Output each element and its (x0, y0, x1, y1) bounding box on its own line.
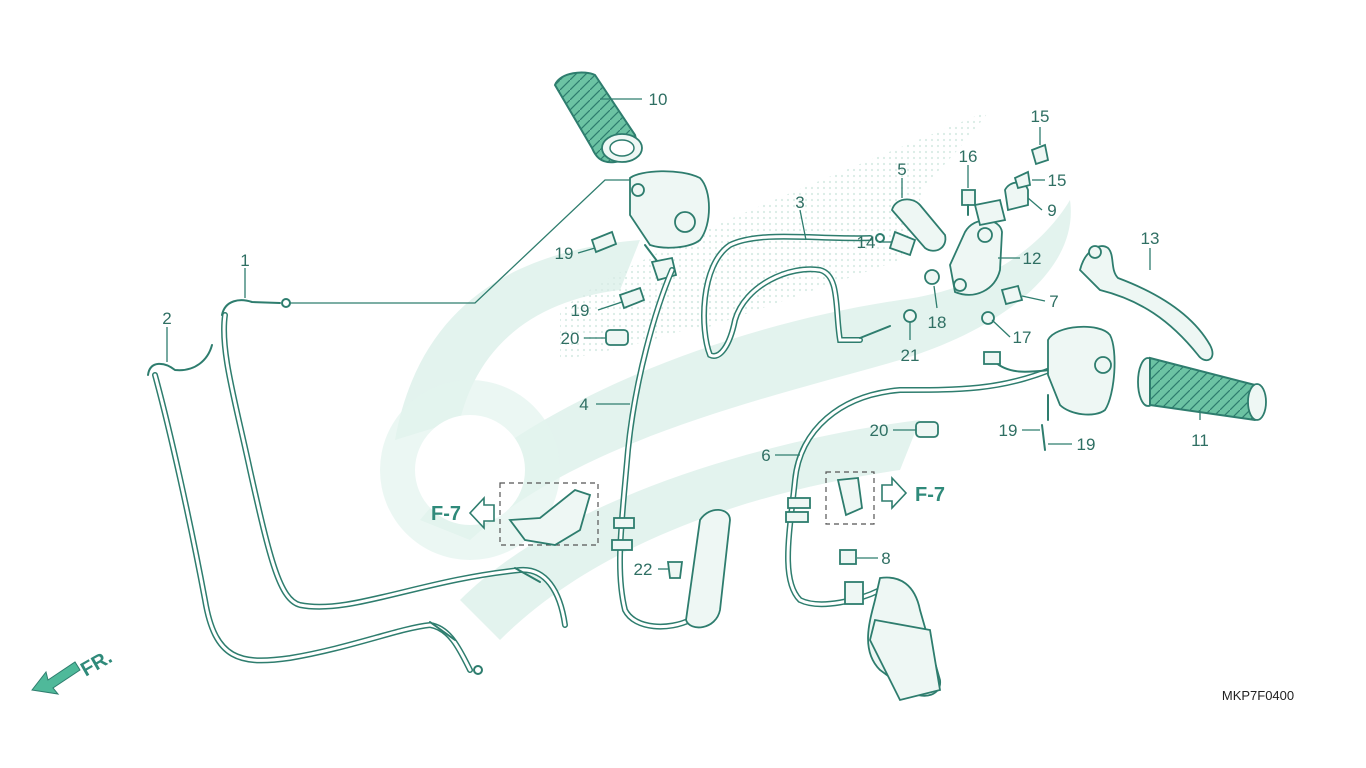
callout-19b: 19 (571, 301, 590, 320)
callout-19c: 19 (999, 421, 1018, 440)
callout-9: 9 (1047, 201, 1056, 220)
frame-ref-right-arrow-icon (881, 475, 908, 511)
clutch-cable-3 (701, 233, 891, 359)
callout-20b: 20 (870, 421, 889, 440)
front-direction-arrow-icon (31, 661, 81, 695)
callout-7: 7 (1049, 292, 1058, 311)
throttle-grip (553, 71, 643, 164)
callout-14: 14 (857, 233, 876, 252)
callout-22: 22 (634, 560, 653, 579)
callout-11: 11 (1191, 431, 1209, 450)
right-grip (1137, 356, 1267, 422)
frame-ref-left[interactable]: F-7 (431, 503, 461, 525)
front-direction-label: FR. (77, 646, 116, 681)
callout-2: 2 (162, 309, 171, 328)
callout-6: 6 (761, 446, 770, 465)
reference-boxes (499, 471, 875, 546)
callout-1: 1 (240, 251, 249, 270)
callout-17: 17 (1013, 328, 1032, 347)
right-handlebar-switch (1041, 325, 1116, 451)
throttle-cable-2 (147, 344, 483, 675)
left-handlebar-switch (629, 170, 710, 282)
small-parts (590, 143, 1050, 579)
callout-18: 18 (928, 313, 947, 332)
throttle-cable-1 (221, 298, 568, 628)
switch-harness-4 (611, 267, 731, 630)
lever-bracket-12 (949, 198, 1007, 296)
leader-lines (166, 98, 1201, 570)
callout-13: 13 (1141, 229, 1160, 248)
callout-3: 3 (795, 193, 804, 212)
callout-12: 12 (1023, 249, 1042, 268)
frame-ref-left-arrow-icon (468, 495, 495, 531)
callout-19d: 19 (1077, 435, 1096, 454)
callout-10: 10 (649, 90, 668, 109)
callout-15a: 15 (1031, 107, 1050, 126)
callout-21: 21 (901, 346, 920, 365)
callout-5: 5 (897, 160, 906, 179)
callout-15b: 15 (1048, 171, 1067, 190)
callout-19a: 19 (555, 244, 574, 263)
callout-4: 4 (579, 395, 588, 414)
frame-ref-right[interactable]: F-7 (915, 484, 945, 506)
brake-lever-13 (1079, 245, 1214, 362)
switch-harness-6 (785, 351, 1053, 702)
callout-labels: 1 2 3 4 5 6 7 8 9 10 11 12 13 14 15 15 1… (162, 90, 1209, 579)
callout-8: 8 (881, 549, 890, 568)
callout-20a: 20 (561, 329, 580, 348)
diagram-code: MKP7F0400 (1222, 688, 1294, 703)
callout-16: 16 (959, 147, 978, 166)
